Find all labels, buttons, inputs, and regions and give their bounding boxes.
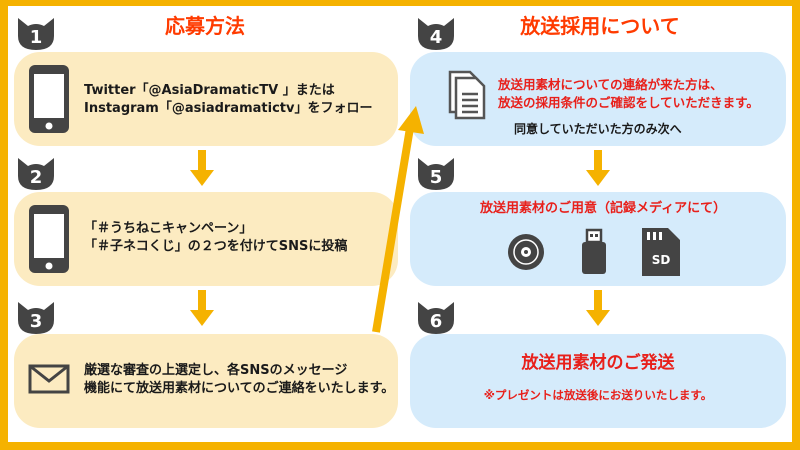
usb-drive-icon (578, 228, 610, 280)
step-number-5: 5 (430, 167, 443, 188)
step-3-line-2: 機能にて放送用素材についてのご連絡をいたします。 (84, 381, 395, 396)
step-2-line-1: 「＃うちねこキャンペーン」 (84, 221, 253, 236)
step-3-line-1: 厳選な審査の上選定し、各SNSのメッセージ (84, 363, 348, 378)
step-4-card: 放送用素材についての連絡が来た方は、 放送の採用条件のご確認をしていただきます。… (410, 52, 786, 146)
heading-broadcast-adoption: 放送採用について (520, 14, 680, 38)
step-badge-4: 4 (414, 12, 458, 52)
step-badge-6: 6 (414, 296, 458, 336)
heading-application-method: 応募方法 (165, 14, 245, 38)
step-4-line-2: 放送の採用条件のご確認をしていただきます。 (498, 95, 759, 110)
step-6-note: ※プレゼントは放送後にお送りいたします。 (483, 388, 713, 402)
arrow-down-2 (190, 290, 214, 332)
envelope-icon (28, 364, 70, 398)
step-4-note: 同意していただいた方のみ次へ (514, 122, 682, 136)
documents-icon (444, 68, 488, 124)
arrow-down-3 (586, 150, 610, 192)
step-3-card: 厳選な審査の上選定し、各SNSのメッセージ 機能にて放送用素材についてのご連絡を… (14, 334, 398, 428)
step-1-line-1: Twitter「@AsiaDramaticTV 」または (84, 83, 335, 98)
step-5-title: 放送用素材のご用意（記録メディアにて） (480, 201, 727, 216)
step-number-4: 4 (430, 27, 443, 48)
step-2-line-2: 「＃子ネコくじ」の２つを付けてSNSに投稿 (84, 239, 348, 254)
arrow-diagonal-3-to-4 (360, 100, 430, 344)
disc-icon (506, 232, 546, 276)
step-2-card: 「＃うちねこキャンペーン」 「＃子ネコくじ」の２つを付けてSNSに投稿 (14, 192, 398, 286)
step-badge-3: 3 (14, 296, 58, 336)
arrow-down-4 (586, 290, 610, 332)
step-number-3: 3 (30, 311, 43, 332)
step-6-card: 放送用素材のご発送 ※プレゼントは放送後にお送りいたします。 (410, 334, 786, 428)
step-4-line-1: 放送用素材についての連絡が来た方は、 (498, 77, 723, 92)
step-1-card: Twitter「@AsiaDramaticTV 」または Instagram「@… (14, 52, 398, 146)
smartphone-icon (28, 204, 70, 278)
step-5-card: 放送用素材のご用意（記録メディアにて） SD (410, 192, 786, 286)
sd-card-icon: SD (638, 226, 682, 282)
step-badge-1: 1 (14, 12, 58, 52)
step-badge-5: 5 (414, 152, 458, 192)
step-number-2: 2 (30, 167, 43, 188)
step-6-title: 放送用素材のご発送 (521, 353, 675, 373)
step-number-6: 6 (430, 311, 443, 332)
arrow-down-1 (190, 150, 214, 192)
step-number-1: 1 (30, 27, 43, 48)
step-badge-2: 2 (14, 152, 58, 192)
smartphone-icon (28, 64, 70, 138)
step-1-line-2: Instagram「@asiadramatictv」をフォロー (84, 101, 373, 116)
sd-card-label: SD (652, 253, 671, 267)
